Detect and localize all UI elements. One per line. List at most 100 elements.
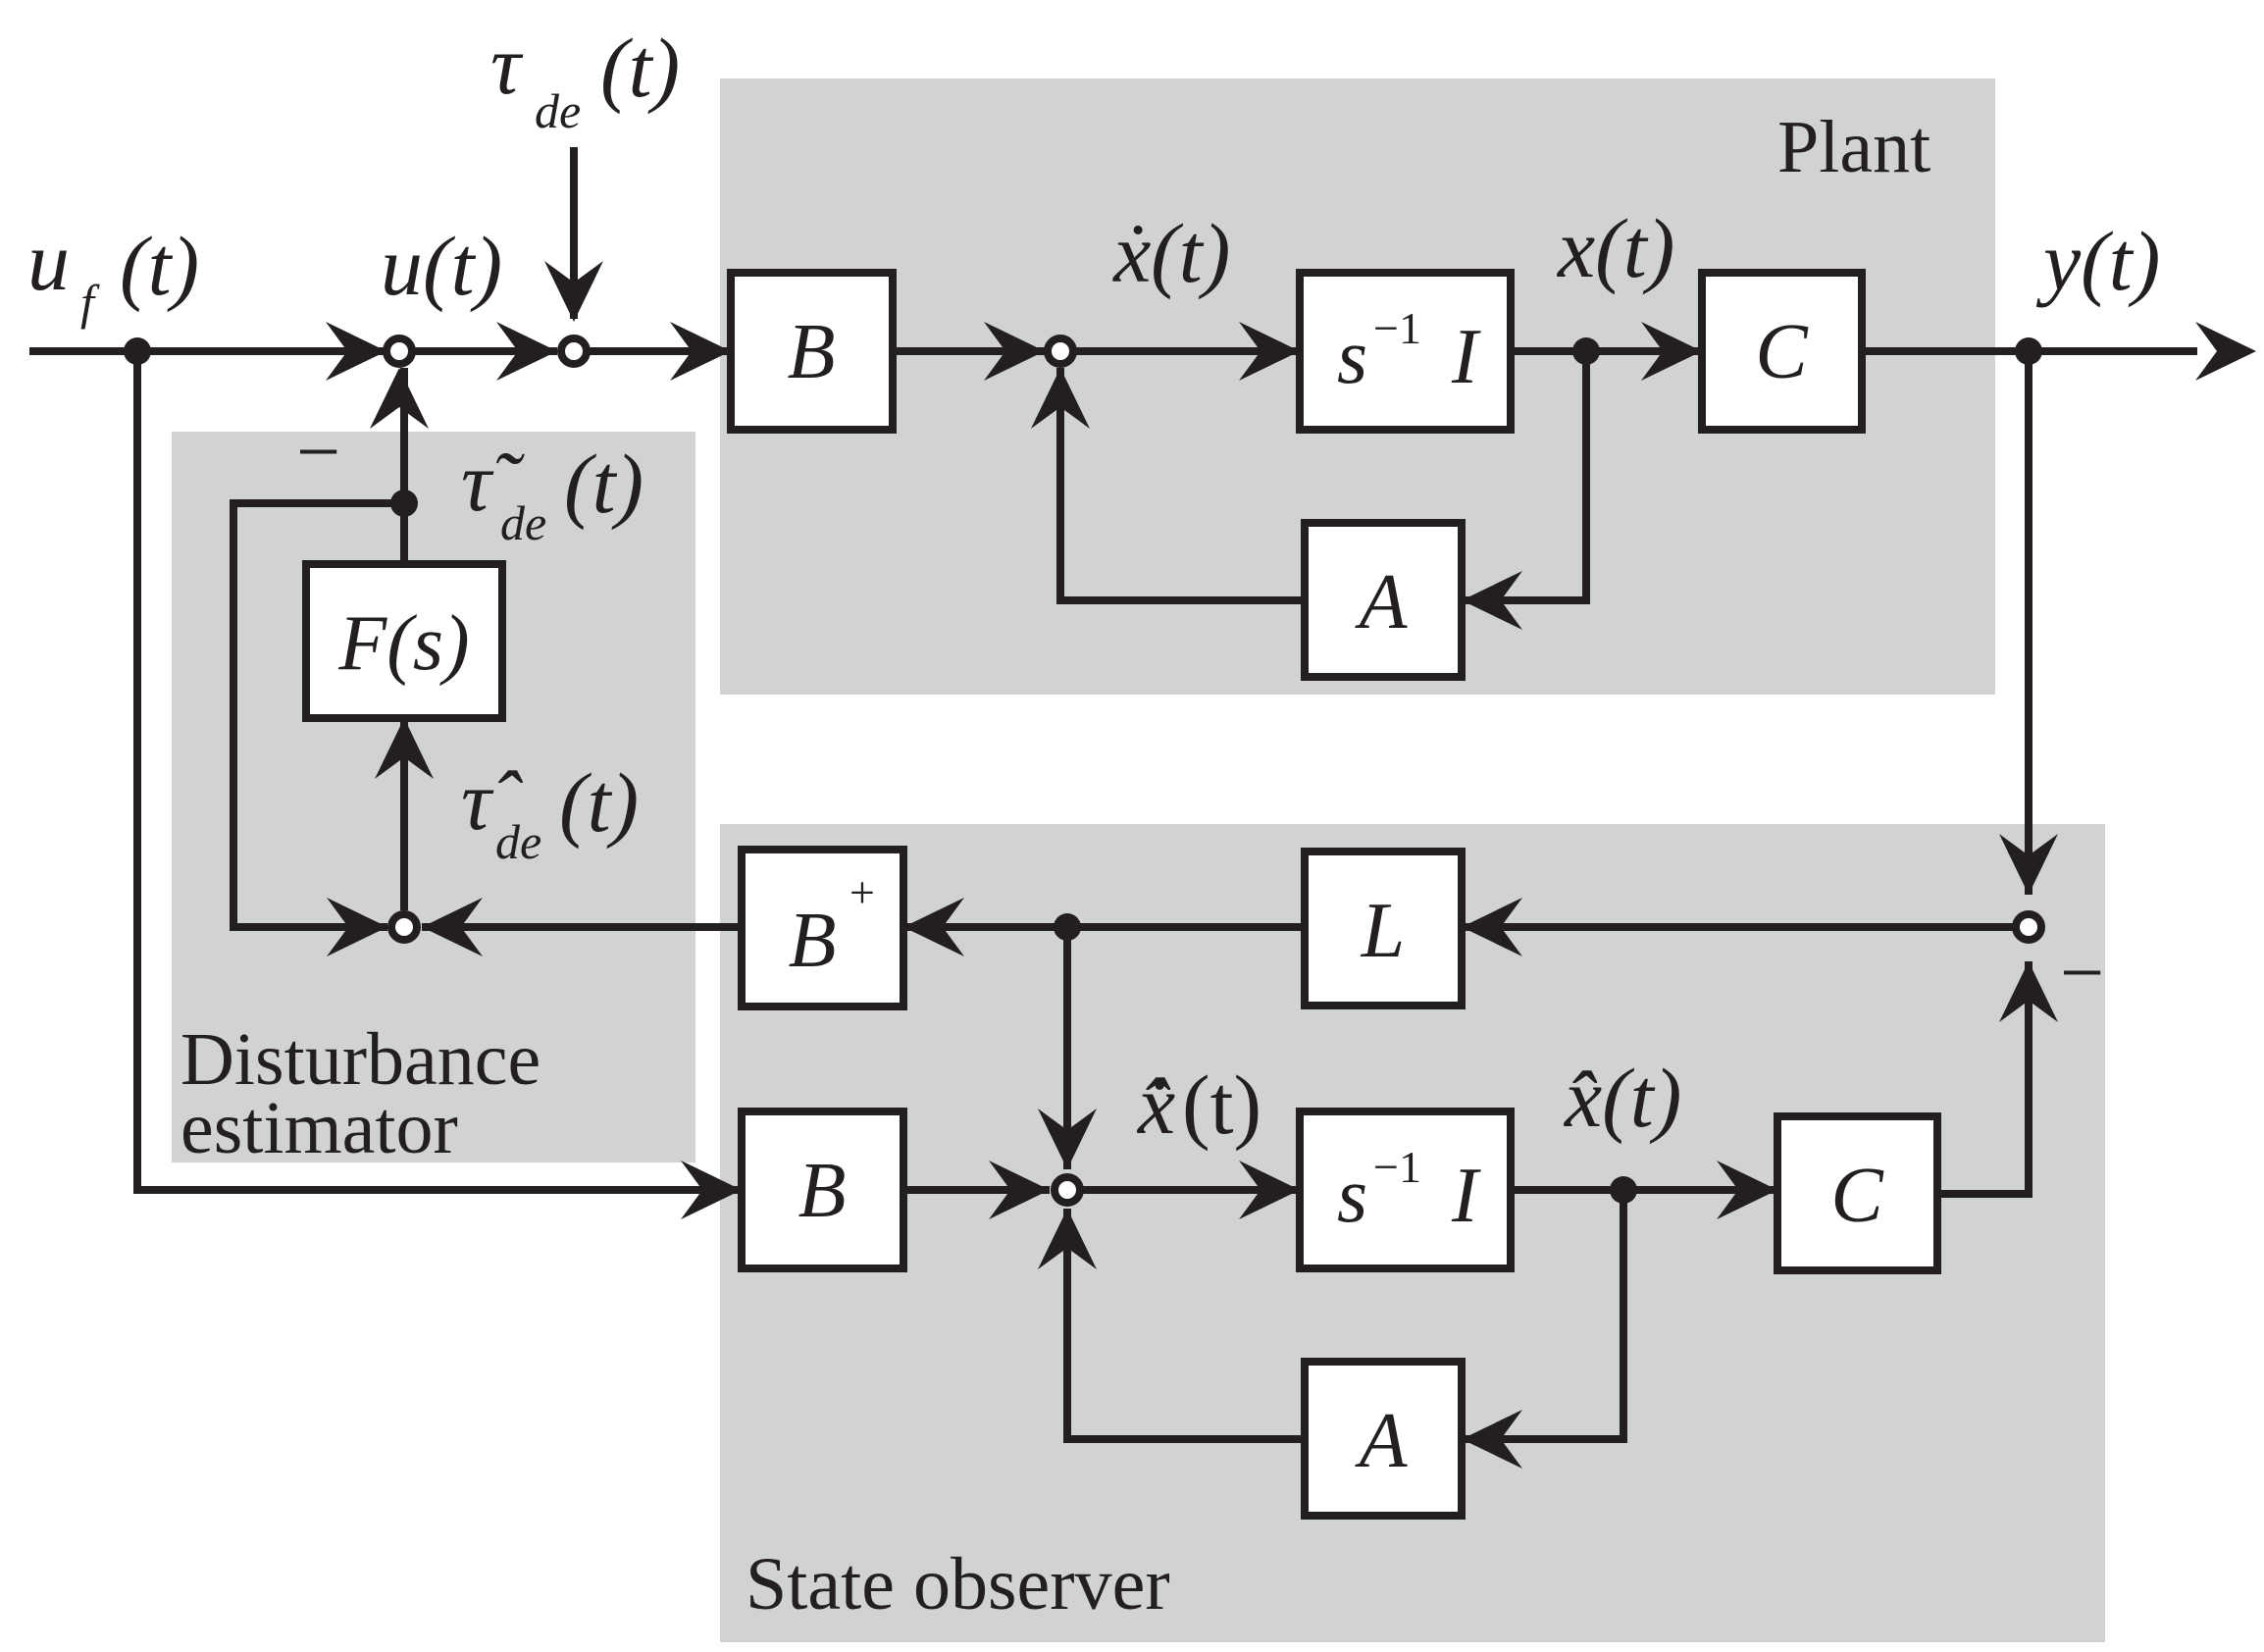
xhat-signal-label: x̂(t): [1563, 1051, 1681, 1145]
arrow-into-l: [1462, 898, 1522, 956]
tau-de-signal-label: τ de (t): [490, 18, 680, 138]
wire-observer-a-to-sum6: [1063, 1209, 1305, 1443]
arrowheads: [326, 261, 2256, 1469]
arrow-into-sum1: [326, 322, 386, 381]
summing-junction-observer: [1051, 1173, 1084, 1207]
xdot-signal-label: ẋ(t): [1112, 206, 1230, 300]
plant-input-matrix-b-block: B: [727, 269, 897, 434]
output-error-minus-sign: −: [2060, 930, 2104, 1016]
observer-input-matrix-b-block: B: [738, 1108, 907, 1272]
plant-b-label: B: [788, 309, 836, 395]
u-signal-label: u(t): [381, 219, 502, 313]
junction-nodes: [124, 335, 2045, 1207]
arrow-output-y: [2195, 322, 2256, 381]
wire-xhat-to-a: [1462, 1190, 1627, 1443]
arrow-into-plant-a: [1462, 571, 1522, 630]
arrow-bplus-into-sum4: [422, 898, 483, 956]
plant-c-label: C: [1755, 309, 1809, 395]
arrow-into-plant-c: [1641, 322, 1702, 381]
pseudo-inverse-b-label: B: [789, 898, 837, 984]
wire-uf-branch-down: [133, 351, 742, 1194]
disturbance-estimator-title-line1: Disturbance: [180, 1018, 540, 1101]
observer-gain-l-block: L: [1301, 848, 1466, 1009]
branch-dot-l-output: [1054, 913, 1081, 941]
summing-junction-plant: [1044, 335, 1077, 368]
wire-x-to-a: [1462, 351, 1590, 604]
arrow-into-observer-b: [681, 1161, 742, 1219]
arrow-a-up-sum6: [1038, 1209, 1097, 1269]
plant-integrator-s: s: [1337, 314, 1367, 400]
xhat-dot-signal-label: x̂̇ (t): [1136, 1058, 1261, 1152]
arrow-a-up-sum3: [1031, 368, 1090, 429]
summing-junction-estimator: [387, 910, 421, 944]
disturbance-estimator-region: [172, 432, 695, 1162]
uf-subscript: f: [80, 275, 100, 330]
tau-hat-subscript: de: [495, 814, 541, 869]
arrow-into-observer-a: [1462, 1410, 1522, 1469]
uf-symbol: u: [27, 214, 70, 308]
arrow-into-sum6: [989, 1161, 1050, 1219]
tau-de-symbol: τ: [490, 18, 524, 112]
plant-integrator-block: s −1 I: [1296, 269, 1515, 434]
arrow-into-plant-integrator: [1239, 322, 1300, 381]
plant-title: Plant: [1777, 106, 1930, 188]
arrow-into-sum2: [496, 322, 557, 381]
branch-dot-xhat: [1610, 1176, 1637, 1204]
observer-integrator-identity: I: [1451, 1153, 1481, 1239]
observer-output-matrix-c-block: C: [1774, 1112, 1941, 1274]
pseudo-inverse-b-block: B +: [738, 846, 907, 1010]
arrow-tau-de-down: [544, 261, 603, 322]
feedback-minus-sign: −: [296, 409, 340, 495]
arrow-yhat-into-sum5: [1999, 961, 2058, 1022]
observer-integrator-exponent: −1: [1373, 1142, 1421, 1192]
summing-junction-output-error: [2012, 910, 2045, 944]
summing-junction-disturbance: [557, 335, 591, 368]
arrow-l-into-sum6: [1038, 1109, 1097, 1169]
arrow-tau-tilde-into-sum1: [370, 368, 429, 429]
state-observer-title: State observer: [746, 1543, 1170, 1626]
observer-a-label: A: [1355, 1398, 1409, 1484]
observer-c-label: C: [1830, 1153, 1884, 1239]
arrow-y-into-sum5: [1999, 834, 2058, 895]
tau-hat-argument: (t): [559, 755, 639, 850]
plant-a-label: A: [1355, 559, 1409, 645]
wire-tau-tilde-loop: [230, 499, 404, 931]
arrow-into-fs: [375, 718, 434, 779]
tau-de-subscript: de: [535, 83, 581, 138]
arrow-into-observer-c: [1717, 1161, 1777, 1219]
arrow-loop-into-sum4: [327, 898, 387, 956]
uf-signal-label: u f (t): [27, 214, 199, 330]
observer-integrator-s: s: [1337, 1153, 1367, 1239]
tau-tilde-subscript: de: [500, 495, 546, 550]
summing-junction-feedback: [383, 335, 416, 368]
arrow-into-plant-b: [670, 322, 731, 381]
x-signal-label: x(t): [1556, 201, 1674, 295]
arrow-into-observer-integrator: [1239, 1161, 1300, 1219]
branch-dot-x: [1572, 337, 1600, 365]
plant-integrator-identity: I: [1451, 314, 1481, 400]
filter-f-s-label: F(s): [337, 600, 469, 687]
uf-argument: (t): [120, 219, 199, 313]
observer-b-label: B: [798, 1148, 847, 1234]
xhat-dot-argument: (t): [1182, 1058, 1261, 1152]
branch-dot-uf: [124, 337, 151, 365]
pseudo-inverse-sup: +: [849, 867, 875, 917]
wire-a-to-sum3: [1056, 368, 1305, 604]
arrow-into-sum3: [984, 322, 1045, 381]
observer-state-matrix-a-block: A: [1301, 1358, 1466, 1520]
observer-integrator-block: s −1 I: [1296, 1108, 1515, 1272]
plant-integrator-exponent: −1: [1373, 303, 1421, 353]
branch-dot-y: [2015, 337, 2042, 365]
tau-tilde-signal-label: τ̃ de (t): [461, 435, 643, 550]
tau-tilde-argument: (t): [564, 437, 643, 531]
branch-dot-tau-tilde: [390, 490, 418, 517]
filter-f-s-block: F(s): [302, 560, 506, 722]
disturbance-estimator-title-line2: estimator: [180, 1087, 458, 1169]
xhat-dot-symbol: x̂̇: [1136, 1058, 1175, 1152]
observer-gain-l-label: L: [1361, 888, 1406, 974]
tau-de-argument: (t): [600, 21, 680, 115]
y-signal-label: y(t): [2035, 214, 2160, 308]
plant-output-matrix-c-block: C: [1698, 269, 1866, 434]
plant-state-matrix-a-block: A: [1301, 519, 1466, 681]
